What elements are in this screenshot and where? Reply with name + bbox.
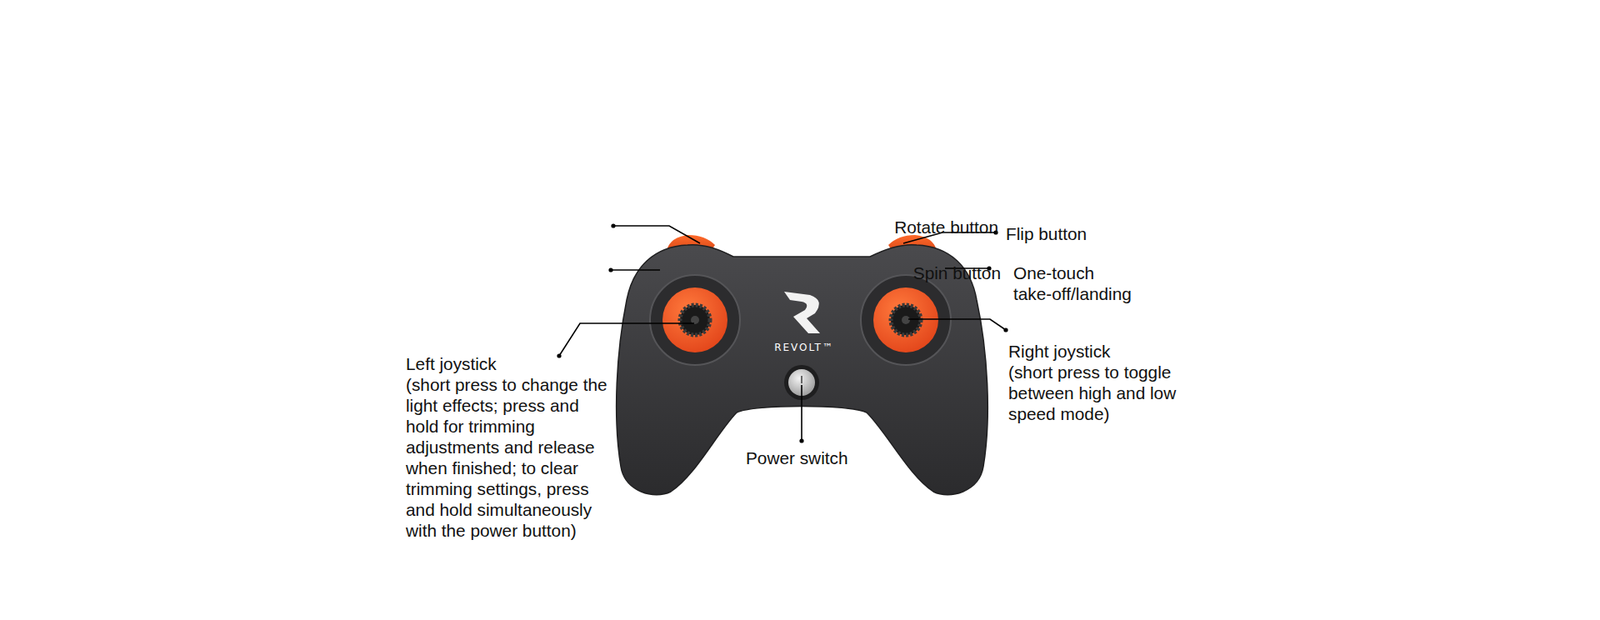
- part-label: Rotate button: [894, 216, 999, 238]
- part-label: Power switch: [745, 447, 849, 469]
- part-label: Spin button: [913, 262, 1001, 284]
- part-note: (short press to change the light effects…: [405, 374, 613, 541]
- left-joystick: [650, 275, 740, 365]
- part-label: Left joystick: [405, 353, 497, 375]
- part-note: (short press to toggle between high and …: [1008, 361, 1190, 425]
- leader-lines: [559, 225, 1006, 441]
- leader-dots: [556, 223, 1008, 443]
- part-label: Flip button: [1005, 223, 1087, 245]
- logo-mark: [784, 291, 820, 334]
- controller-body: [616, 245, 989, 495]
- part-label: Right joystick: [1008, 340, 1111, 362]
- brand-text: REVOLT™: [754, 341, 855, 354]
- part-label: One-touch take-off/landing: [1013, 262, 1135, 305]
- right-joystick: [860, 275, 951, 365]
